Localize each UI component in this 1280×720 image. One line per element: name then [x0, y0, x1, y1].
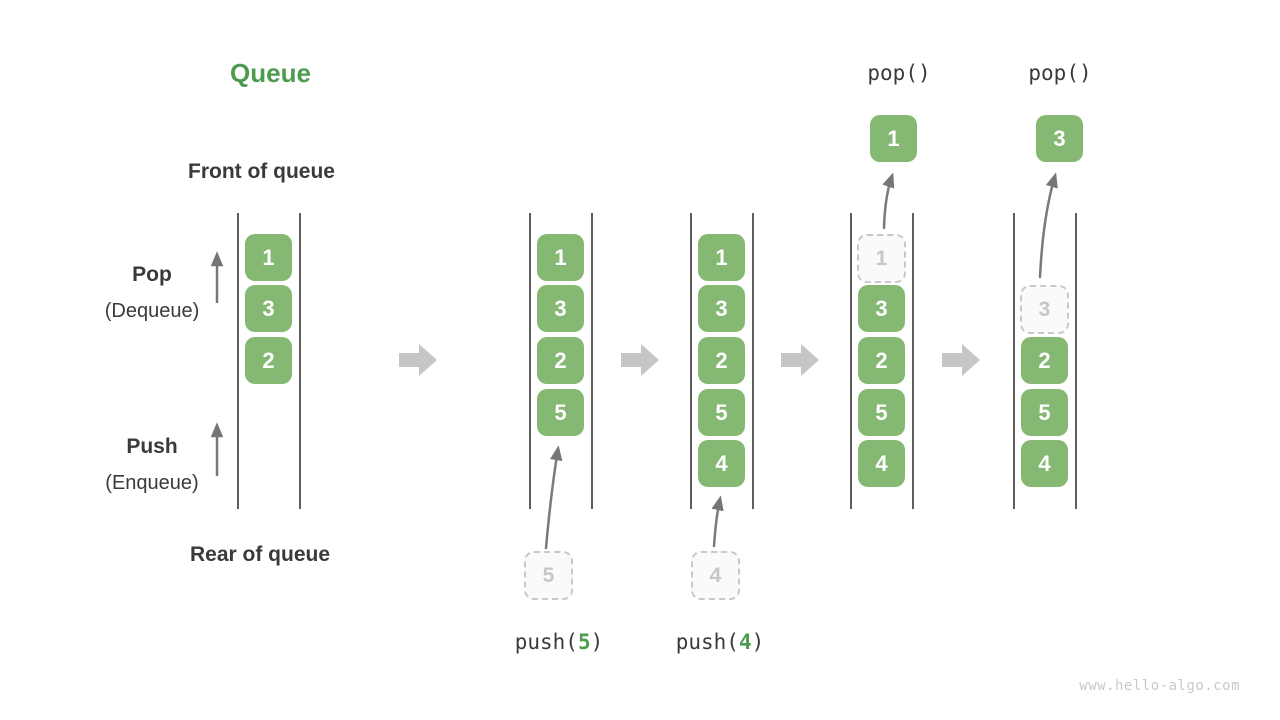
queue-cell: 3 — [698, 285, 745, 332]
pop-operation-label-1: pop() — [867, 61, 931, 85]
push-op-suffix: ) — [751, 630, 765, 654]
queue-cell: 3 — [537, 285, 584, 332]
ghost-cell: 1 — [857, 234, 906, 283]
push-label: Push — [126, 435, 178, 458]
pop-side-label: Pop (Dequeue) — [87, 256, 217, 330]
dequeue-label: (Dequeue) — [104, 300, 200, 322]
push-op-prefix: push( — [514, 630, 578, 654]
queue-cell: 2 — [858, 337, 905, 384]
rear-of-queue-label: Rear of queue — [190, 543, 331, 566]
queue-cell: 3 — [858, 285, 905, 332]
push-op-arg: 4 — [738, 630, 752, 654]
queue-cell: 1 — [245, 234, 292, 281]
pop-operation-label-2: pop() — [1028, 61, 1092, 85]
push-op-suffix: ) — [590, 630, 604, 654]
popped-cell: 1 — [870, 115, 917, 162]
queue-cell: 2 — [245, 337, 292, 384]
queue-cell: 2 — [1021, 337, 1068, 384]
push-operation-label-1: push(5) — [489, 630, 629, 654]
front-of-queue-label: Front of queue — [188, 160, 335, 183]
queue-cell: 4 — [698, 440, 745, 487]
queue-cell: 5 — [698, 389, 745, 436]
pushed-cell: 5 — [524, 551, 573, 600]
queue-state-5: 3 2 5 4 — [1013, 213, 1077, 509]
queue-state-2: 1 3 2 5 — [529, 213, 593, 509]
pop-label: Pop — [132, 263, 172, 286]
queue-state-1: 1 3 2 — [237, 213, 301, 509]
popped-cell: 3 — [1036, 115, 1083, 162]
ghost-cell: 3 — [1020, 285, 1069, 334]
queue-cell: 4 — [1021, 440, 1068, 487]
queue-cell: 2 — [698, 337, 745, 384]
block-arrow-right-icon — [621, 344, 659, 376]
queue-state-4: 1 3 2 5 4 — [850, 213, 914, 509]
queue-cell: 5 — [858, 389, 905, 436]
diagram-title: Queue — [230, 58, 311, 88]
block-arrow-right-icon — [781, 344, 819, 376]
queue-cell: 4 — [858, 440, 905, 487]
queue-cell: 2 — [537, 337, 584, 384]
queue-state-3: 1 3 2 5 4 — [690, 213, 754, 509]
push-op-prefix: push( — [675, 630, 739, 654]
queue-cell: 1 — [698, 234, 745, 281]
queue-cell: 3 — [245, 285, 292, 332]
enqueue-label: (Enqueue) — [105, 472, 199, 494]
queue-cell: 5 — [1021, 389, 1068, 436]
push-operation-label-2: push(4) — [650, 630, 790, 654]
queue-cell: 5 — [537, 389, 584, 436]
block-arrow-right-icon — [399, 344, 437, 376]
block-arrow-right-icon — [942, 344, 980, 376]
push-op-arg: 5 — [577, 630, 591, 654]
queue-cell: 1 — [537, 234, 584, 281]
pushed-cell: 4 — [691, 551, 740, 600]
push-side-label: Push (Enqueue) — [87, 428, 217, 502]
watermark: www.hello-algo.com — [1079, 678, 1240, 694]
